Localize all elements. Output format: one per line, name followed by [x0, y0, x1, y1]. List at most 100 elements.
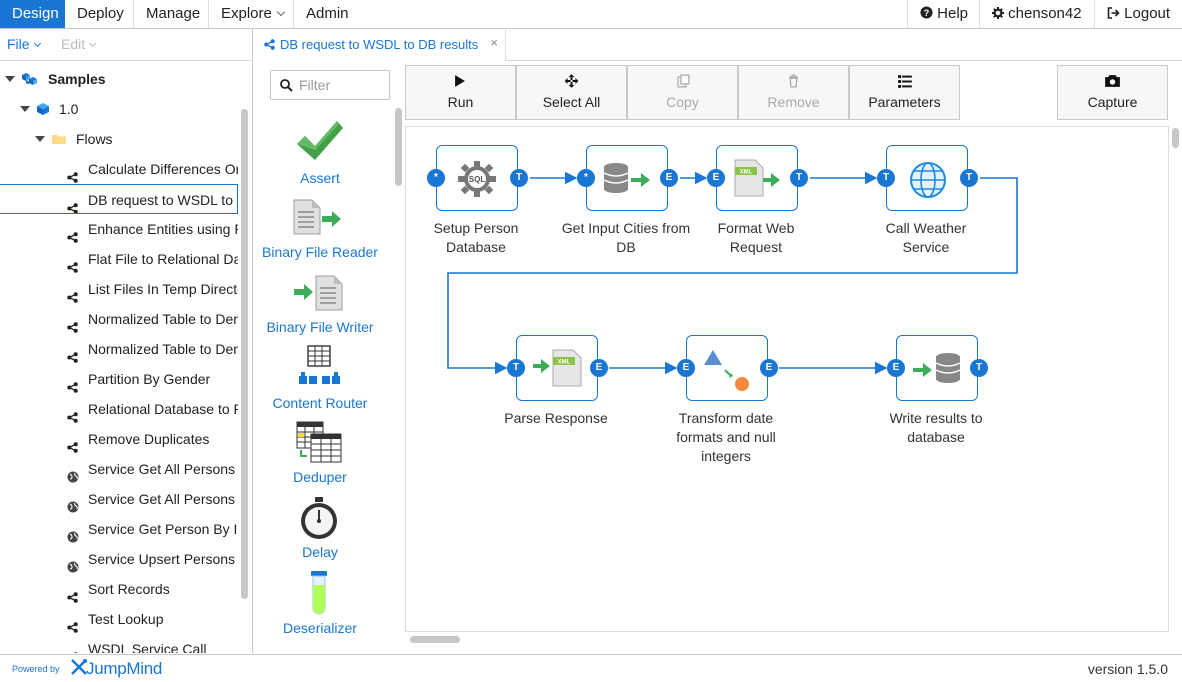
- select-all-button[interactable]: Select All: [516, 65, 627, 120]
- palette-item-label: Delay: [302, 544, 338, 560]
- palette-item-content-router[interactable]: Content Router: [254, 344, 386, 414]
- palette-item-deduper[interactable]: Deduper: [254, 420, 386, 490]
- input-port[interactable]: E: [887, 359, 905, 377]
- nav-deploy-label: Deploy: [77, 5, 124, 22]
- input-port[interactable]: T: [877, 169, 895, 187]
- project-tree: Samples 1.0 Flows Calculate Differences …: [0, 62, 240, 653]
- flow-icon: [67, 313, 81, 333]
- help-button[interactable]: ? Help: [907, 0, 979, 28]
- input-port[interactable]: E: [707, 169, 725, 187]
- palette-item-delay[interactable]: Delay: [254, 496, 386, 566]
- flow-node-setup-person-database[interactable]: SQL * T: [427, 145, 528, 211]
- flow-icon: [67, 433, 81, 453]
- tree-item-samples[interactable]: Samples: [0, 64, 238, 94]
- flow-canvas[interactable]: SQL * T Setup Person Database * E Get In…: [405, 126, 1169, 632]
- tree-item-version[interactable]: 1.0: [0, 94, 238, 124]
- tree-item-flow[interactable]: Normalized Table to Deno: [0, 334, 238, 364]
- flow-icon: [67, 643, 81, 653]
- tree-item-flow[interactable]: Remove Duplicates: [0, 424, 238, 454]
- username-label: chenson42: [1008, 5, 1082, 22]
- tree-item-flow[interactable]: Test Lookup: [0, 604, 238, 634]
- tree-label: Calculate Differences Only: [88, 161, 238, 177]
- nav-explore[interactable]: Explore: [209, 0, 294, 28]
- remove-label: Remove: [767, 94, 820, 110]
- xml-doc-icon: XML: [734, 159, 780, 197]
- tree-item-flow[interactable]: Normalized Table to Deno: [0, 304, 238, 334]
- output-port[interactable]: T: [790, 169, 808, 187]
- capture-button[interactable]: Capture: [1057, 65, 1168, 120]
- tree-item-flow[interactable]: Service Get All Persons Co: [0, 484, 238, 514]
- filter-input[interactable]: [299, 76, 384, 94]
- output-port[interactable]: T: [970, 359, 988, 377]
- tree-item-flow[interactable]: Relational Database to Fla: [0, 394, 238, 424]
- palette-filter[interactable]: [270, 70, 390, 100]
- tree-item-flow[interactable]: Calculate Differences Only: [0, 154, 238, 184]
- input-port[interactable]: *: [577, 169, 595, 187]
- tab-flow-editor[interactable]: DB request to WSDL to DB results ×: [254, 29, 506, 61]
- chevron-down-icon: [33, 39, 41, 48]
- flow-icon: [67, 403, 81, 423]
- node-label: Get Input Cities from DB: [561, 220, 691, 255]
- file-menu[interactable]: File: [7, 36, 41, 52]
- tree-item-flow[interactable]: Service Upsert Persons: [0, 544, 238, 574]
- flow-node-parse-response[interactable]: XML T E: [507, 335, 608, 401]
- edit-menu[interactable]: Edit: [61, 36, 97, 52]
- tree-label: Normalized Table to Deno: [88, 341, 238, 357]
- chevron-down-icon: [89, 39, 97, 48]
- output-port[interactable]: T: [960, 169, 978, 187]
- input-port[interactable]: T: [507, 359, 525, 377]
- remove-button[interactable]: Remove: [738, 65, 849, 120]
- output-port[interactable]: E: [660, 169, 678, 187]
- flow-icon: [67, 283, 81, 303]
- palette-item-deserializer[interactable]: Deserializer: [254, 570, 386, 640]
- flow-node-get-input-cities[interactable]: * E: [577, 145, 678, 211]
- flow-node-format-web-request[interactable]: XML E T: [707, 145, 808, 211]
- tree-item-flow[interactable]: List Files In Temp Directory: [0, 274, 238, 304]
- input-port[interactable]: E: [677, 359, 695, 377]
- nav-deploy[interactable]: Deploy: [65, 0, 134, 28]
- cube-icon: [37, 103, 49, 115]
- flow-node-call-weather-service[interactable]: T T: [877, 145, 978, 211]
- list-icon: [898, 75, 912, 88]
- nav-admin[interactable]: Admin: [294, 0, 360, 28]
- palette-item-assert[interactable]: Assert: [254, 117, 386, 187]
- flow-icon: [67, 373, 81, 393]
- palette-item-binary-file-writer[interactable]: Binary File Writer: [254, 274, 386, 344]
- canvas-horizontal-scrollbar[interactable]: [410, 636, 460, 643]
- parameters-button[interactable]: Parameters: [849, 65, 960, 120]
- palette-scrollbar[interactable]: [395, 108, 402, 186]
- flow-links: [447, 171, 1018, 375]
- explorer-scrollbar[interactable]: [241, 109, 248, 599]
- output-port[interactable]: E: [760, 359, 778, 377]
- tree-item-flow[interactable]: Sort Records: [0, 574, 238, 604]
- input-port[interactable]: *: [427, 169, 445, 187]
- output-port[interactable]: E: [590, 359, 608, 377]
- tree-item-flow[interactable]: WSDL Service Call: [0, 634, 238, 653]
- tree-item-flow[interactable]: Enhance Entities using Ro: [0, 214, 238, 244]
- flow-icon: [264, 39, 275, 50]
- link-4[interactable]: [447, 177, 1018, 375]
- powered-by-label: Powered by: [12, 664, 60, 674]
- run-button[interactable]: Run: [405, 65, 516, 120]
- tree-item-flow[interactable]: Service Get Person By Id: [0, 514, 238, 544]
- tree-item-flows-folder[interactable]: Flows: [0, 124, 238, 154]
- tree-item-flow[interactable]: Service Get All Persons: [0, 454, 238, 484]
- run-label: Run: [447, 94, 474, 110]
- copy-button[interactable]: Copy: [627, 65, 738, 120]
- flow-node-write-results[interactable]: E T: [887, 335, 988, 401]
- logout-button[interactable]: Logout: [1094, 0, 1182, 28]
- tree-item-flow[interactable]: DB request to WSDL to DB results: [0, 184, 238, 214]
- user-menu[interactable]: chenson42: [979, 0, 1094, 28]
- nav-design[interactable]: Design: [0, 0, 65, 28]
- flow-node-transform-date-formats[interactable]: E E: [677, 335, 778, 401]
- tree-item-flow[interactable]: Flat File to Relational Data: [0, 244, 238, 274]
- palette-item-binary-file-reader[interactable]: Binary File Reader: [254, 198, 386, 268]
- close-icon[interactable]: ×: [490, 35, 498, 50]
- copy-label: Copy: [666, 94, 699, 110]
- transform-shapes-icon: [704, 350, 749, 391]
- globe-icon: [910, 162, 946, 198]
- nav-manage[interactable]: Manage: [134, 0, 209, 28]
- output-port[interactable]: T: [510, 169, 528, 187]
- canvas-vertical-scrollbar[interactable]: [1172, 128, 1179, 148]
- tree-item-flow[interactable]: Partition By Gender: [0, 364, 238, 394]
